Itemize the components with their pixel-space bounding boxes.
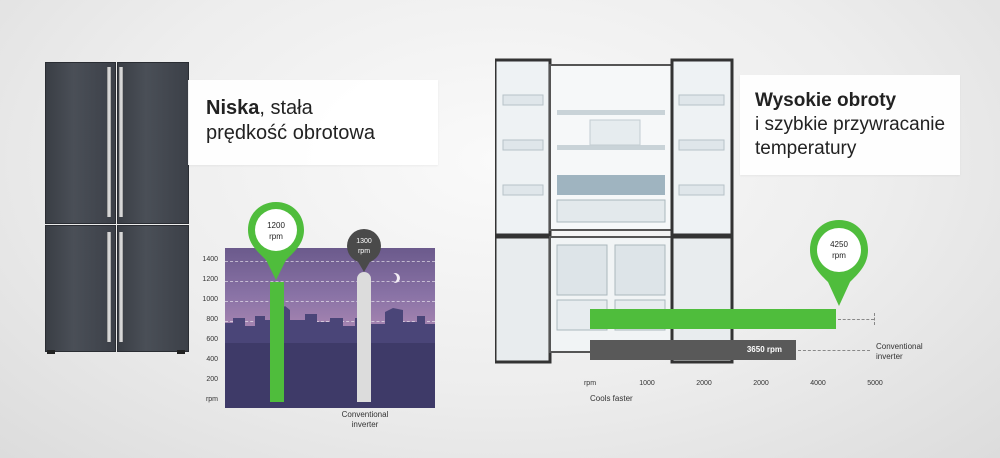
tick-mark — [874, 313, 876, 325]
callout-bold: Wysokie obroty — [755, 90, 897, 111]
bar-inverter — [270, 282, 284, 402]
y-tick: 1000 — [202, 296, 218, 303]
y-tick: 800 — [206, 316, 218, 323]
closed-fridge-image — [45, 62, 189, 354]
y-tick: 200 — [206, 376, 218, 383]
y-tick: rpm — [205, 396, 218, 403]
callout-bold: Niska — [206, 97, 260, 119]
x-tick: 2000 — [753, 380, 769, 387]
bar-conventional — [357, 272, 371, 402]
x-tick: 1000 — [639, 380, 655, 387]
y-tick: 1200 — [202, 276, 218, 283]
pin-unit: rpm — [832, 251, 846, 260]
pin-unit: rpm — [357, 248, 371, 255]
high-speed-callout: Wysokie obroty i szybkie przywracanie te… — [740, 75, 960, 175]
bar-inverter — [590, 309, 836, 329]
pin-4250: 4250 rpm — [808, 220, 870, 310]
pin-value: 1200 — [267, 221, 285, 230]
callout-text-line3: temperatury — [755, 138, 857, 159]
x-axis-label: Cools faster — [590, 394, 633, 403]
dashed-line — [838, 319, 874, 320]
callout-text-line2: prędkość obrotowa — [206, 122, 375, 144]
y-tick: 400 — [206, 356, 218, 363]
y-tick: 1400 — [202, 256, 218, 263]
pin-1300: 1300 rpm — [343, 228, 385, 278]
conventional-inverter-label: Conventional inverter — [341, 410, 389, 429]
conventional-inverter-label: Conventional inverter — [876, 342, 923, 361]
bar-conventional: 3650 rpm — [590, 340, 796, 360]
open-fridge-image — [493, 55, 740, 365]
x-tick: rpm — [583, 380, 597, 387]
x-axis: rpm 1000 2000 2000 4000 5000 — [575, 380, 895, 410]
x-tick: 4000 — [810, 380, 826, 387]
x-tick: 5000 — [867, 380, 883, 387]
pin-1200: 1200 rpm — [246, 202, 306, 282]
bar-value-label: 3650 rpm — [746, 345, 782, 354]
x-tick: 2000 — [696, 380, 712, 387]
callout-text-line2: i szybkie przywracanie — [755, 114, 946, 135]
y-tick: 600 — [206, 336, 218, 343]
pin-value: 4250 — [830, 240, 848, 249]
pin-value: 1300 — [356, 238, 372, 245]
pin-unit: rpm — [269, 232, 283, 241]
rpm-y-axis: 1400 1200 1000 800 600 400 200 rpm — [198, 248, 220, 408]
dashed-line — [798, 350, 870, 351]
callout-text-rest: , stała — [259, 97, 313, 119]
low-speed-callout: Niska, stała prędkość obrotowa — [188, 80, 438, 165]
